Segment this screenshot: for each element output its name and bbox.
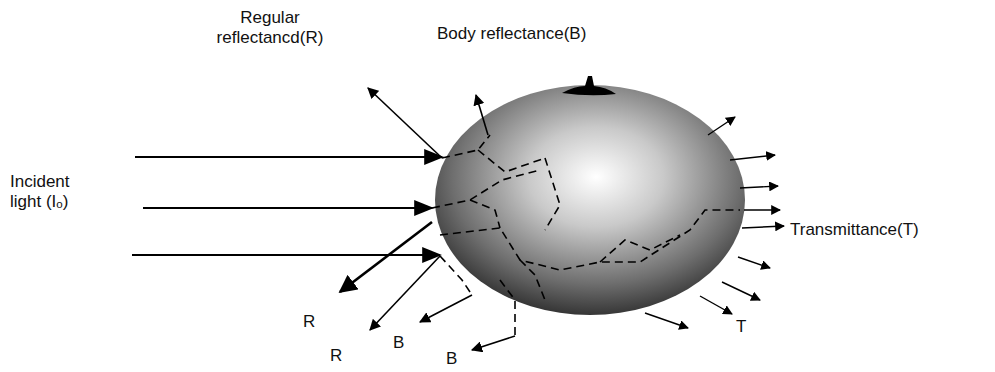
scatter-paths xyxy=(432,135,740,336)
incident-light-label: Incident light (Iₒ) xyxy=(10,172,105,211)
body-reflectance-label: Body reflectance(B) xyxy=(437,24,657,44)
reflection-letter: R xyxy=(330,346,350,366)
fruit-body xyxy=(435,85,745,315)
transmittance-arrows xyxy=(645,117,784,328)
body-letter: B xyxy=(446,349,466,369)
transmittance-label: Transmittance(T) xyxy=(790,220,990,240)
incident-arrows xyxy=(132,157,442,255)
reflection-letter: R xyxy=(303,312,323,332)
transmittance-letter: T xyxy=(736,317,756,337)
fruit-stem xyxy=(562,76,616,95)
reflection-arrows xyxy=(340,88,515,350)
body-letter: B xyxy=(393,333,413,353)
regular-reflectance-label: Regular reflectancd(R) xyxy=(205,8,335,47)
